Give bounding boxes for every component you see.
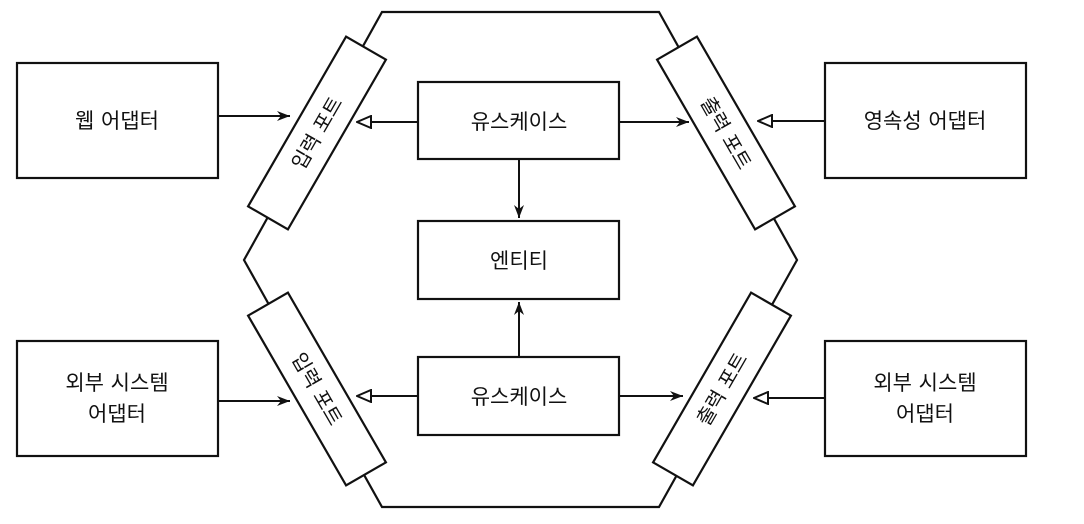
external-system-adapter-right[interactable]: 외부 시스템 어댑터 xyxy=(823,339,1028,458)
edges xyxy=(218,111,825,406)
usecase-top-label: 유스케이스 xyxy=(471,110,568,134)
web-adapter-label: 웹 어댑터 xyxy=(75,109,159,133)
usecase-bottom[interactable]: 유스케이스 xyxy=(416,355,621,437)
web-adapter[interactable]: 웹 어댑터 xyxy=(15,61,220,180)
persistence-adapter-label: 영속성 어댑터 xyxy=(864,109,987,133)
input-port-top[interactable]: 입력 포트 xyxy=(246,35,388,231)
input-port-bottom[interactable]: 입력 포트 xyxy=(246,291,388,487)
persistence-adapter[interactable]: 영속성 어댑터 xyxy=(823,61,1028,180)
external-system-adapter-left[interactable]: 외부 시스템 어댑터 xyxy=(15,339,220,458)
output-port-bottom[interactable]: 출력 포트 xyxy=(651,291,793,487)
external-adapter-left-line1: 외부 시스템 xyxy=(65,371,168,395)
application-hexagon xyxy=(242,10,799,509)
external-adapter-right-line1: 외부 시스템 xyxy=(873,371,976,395)
entity[interactable]: 엔티티 xyxy=(416,219,621,301)
usecase-top[interactable]: 유스케이스 xyxy=(416,80,621,161)
usecase-bottom-label: 유스케이스 xyxy=(471,385,568,409)
entity-label: 엔티티 xyxy=(490,249,548,273)
external-adapter-left-line2: 어댑터 xyxy=(88,402,146,426)
external-adapter-right-line2: 어댑터 xyxy=(896,402,954,426)
output-port-top[interactable]: 출력 포트 xyxy=(655,35,797,231)
